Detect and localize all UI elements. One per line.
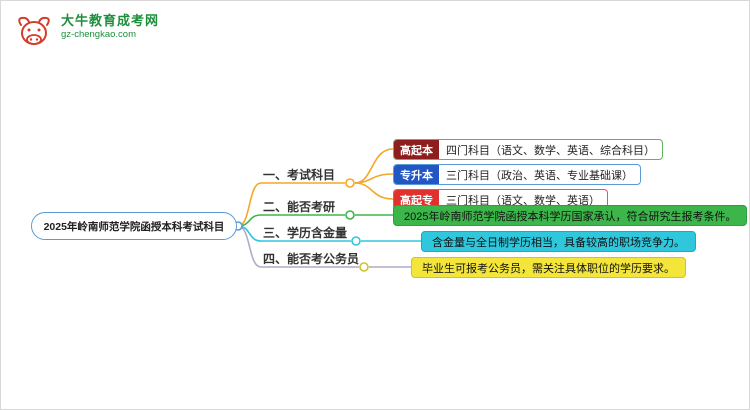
branch1-junction-dot xyxy=(345,178,355,188)
subject-text-gaoqiben: 四门科目（语文、数学、英语、综合科目） xyxy=(446,144,655,157)
branch2-junction-dot xyxy=(345,210,355,220)
branch-label-civil-service: 四、能否考公务员 xyxy=(263,252,360,266)
branch-label-degree-value: 三、学历含金量 xyxy=(263,226,348,240)
subject-tag-gaoqizhuan: 高起专 xyxy=(394,190,439,209)
answer-civil-service: 毕业生可报考公务员，需关注具体职位的学历要求。 xyxy=(411,257,686,278)
root-node: 2025年岭南师范学院函授本科考试科目 xyxy=(31,212,237,240)
subject-text-gaoqizhuan: 三门科目（语文、数学、英语） xyxy=(446,194,600,207)
branch4-junction-dot xyxy=(359,262,369,272)
bull-icon xyxy=(13,13,55,56)
subject-row-zhuanshengben: 专升本 三门科目（政治、英语、专业基础课） xyxy=(393,164,641,185)
subject-tag-zhuanshengben: 专升本 xyxy=(394,165,439,184)
branch1-child3-line xyxy=(354,182,394,200)
subject-tag-gaoqiben: 高起本 xyxy=(394,140,439,159)
subject-row-gaoqiben: 高起本 四门科目（语文、数学、英语、综合科目） xyxy=(393,139,663,160)
answer-degree-value: 含金量与全日制学历相当，具备较高的职场竞争力。 xyxy=(421,231,696,252)
branch1-child2-line xyxy=(354,173,394,184)
logo-title: 大牛教育成考网 xyxy=(61,13,160,28)
branch-label-postgraduate: 二、能否考研 xyxy=(263,200,336,214)
branch3-junction-dot xyxy=(351,236,361,246)
branch-label-exam-subjects: 一、考试科目 xyxy=(263,168,336,182)
subject-text-zhuanshengben: 三门科目（政治、英语、专业基础课） xyxy=(446,169,633,182)
site-logo: 大牛教育成考网 gz-chengkao.com xyxy=(13,13,159,56)
logo-subtitle: gz-chengkao.com xyxy=(61,29,136,41)
answer-postgraduate: 2025年岭南师范学院函授本科学历国家承认，符合研究生报考条件。 xyxy=(393,205,748,226)
